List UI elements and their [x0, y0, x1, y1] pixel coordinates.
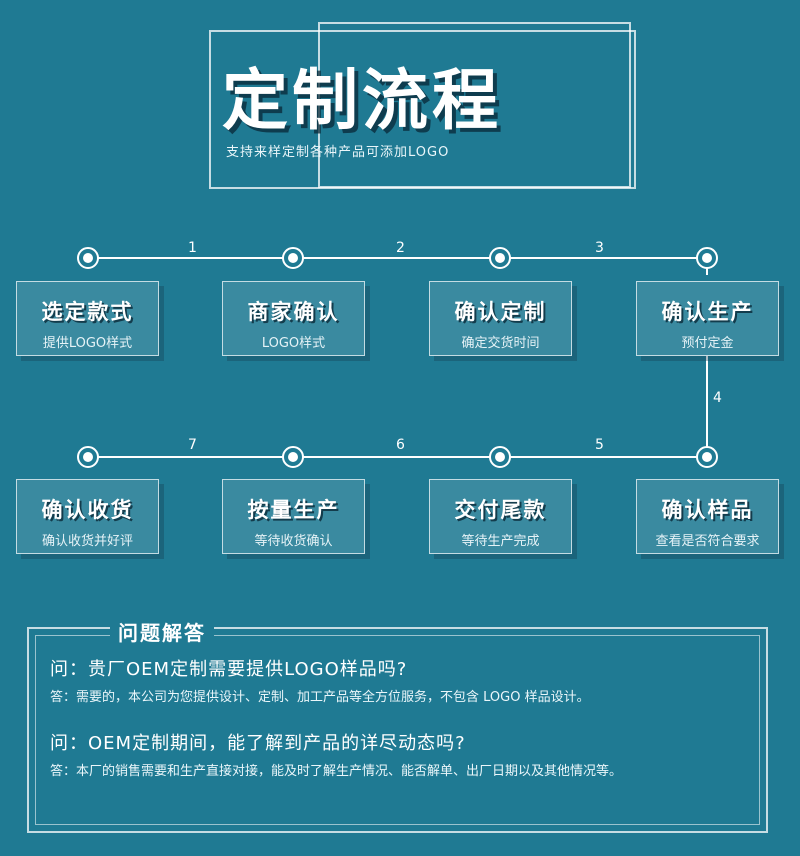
step-title: 商家确认 — [247, 300, 340, 324]
step-title: 确认收货 — [41, 498, 134, 522]
faq-section-label: 问题解答 — [110, 617, 214, 646]
node-6 — [489, 446, 511, 468]
step-box-4: 确认生产 预付定金 — [636, 281, 779, 356]
step-desc: 提供LOGO样式 — [42, 336, 133, 351]
title-frame-front — [209, 30, 636, 189]
connector-number-1: 1 — [188, 240, 197, 256]
connector-number-4: 4 — [713, 390, 722, 406]
node-2 — [282, 247, 304, 269]
node-5 — [696, 446, 718, 468]
step-desc: 查看是否符合要求 — [655, 534, 760, 549]
node-4 — [696, 247, 718, 269]
node-8 — [77, 446, 99, 468]
connector-number-6: 6 — [396, 437, 405, 453]
faq-answer-1: 答：需要的，本公司为您提供设计、定制、加工产品等全方位服务，不包含 LOGO 样… — [50, 690, 590, 705]
node-1 — [77, 247, 99, 269]
step-desc: 确认收货并好评 — [41, 534, 133, 549]
step-desc: 等待收货确认 — [254, 534, 333, 549]
step-desc: 预付定金 — [681, 336, 734, 351]
faq-frame-inner — [35, 635, 760, 825]
connector-number-2: 2 — [396, 240, 405, 256]
step-box-5: 确认样品 查看是否符合要求 — [636, 479, 779, 554]
step-title: 交付尾款 — [454, 498, 547, 522]
step-box-7: 按量生产 等待收货确认 — [222, 479, 365, 554]
step-title: 按量生产 — [247, 498, 340, 522]
step-title: 确认样品 — [661, 498, 754, 522]
node-7 — [282, 446, 304, 468]
connector-number-5: 5 — [595, 437, 604, 453]
node-3 — [489, 247, 511, 269]
connector-number-3: 3 — [595, 240, 604, 256]
step-box-3: 确认定制 确定交货时间 — [429, 281, 572, 356]
faq-question-1: 问：贵厂OEM定制需要提供LOGO样品吗? — [50, 659, 408, 680]
step-box-8: 确认收货 确认收货并好评 — [16, 479, 159, 554]
step-desc: LOGO样式 — [261, 336, 326, 351]
step-box-1: 选定款式 提供LOGO样式 — [16, 281, 159, 356]
step-title: 确认生产 — [661, 300, 754, 324]
step-desc: 等待生产完成 — [461, 534, 540, 549]
faq-question-2: 问：OEM定制期间，能了解到产品的详尽动态吗? — [50, 733, 466, 754]
faq-answer-2: 答：本厂的销售需要和生产直接对接，能及时了解生产情况、能否解单、出厂日期以及其他… — [50, 764, 623, 779]
step-title: 确认定制 — [454, 300, 547, 324]
connector-number-7: 7 — [188, 437, 197, 453]
step-desc: 确定交货时间 — [461, 336, 540, 351]
page-subtitle: 支持来样定制各种产品可添加LOGO — [226, 145, 450, 160]
faq-frame-outer — [27, 627, 768, 833]
step-box-2: 商家确认 LOGO样式 — [222, 281, 365, 356]
step-title: 选定款式 — [41, 300, 134, 324]
page-title: 定制流程 — [222, 62, 502, 139]
step-box-6: 交付尾款 等待生产完成 — [429, 479, 572, 554]
